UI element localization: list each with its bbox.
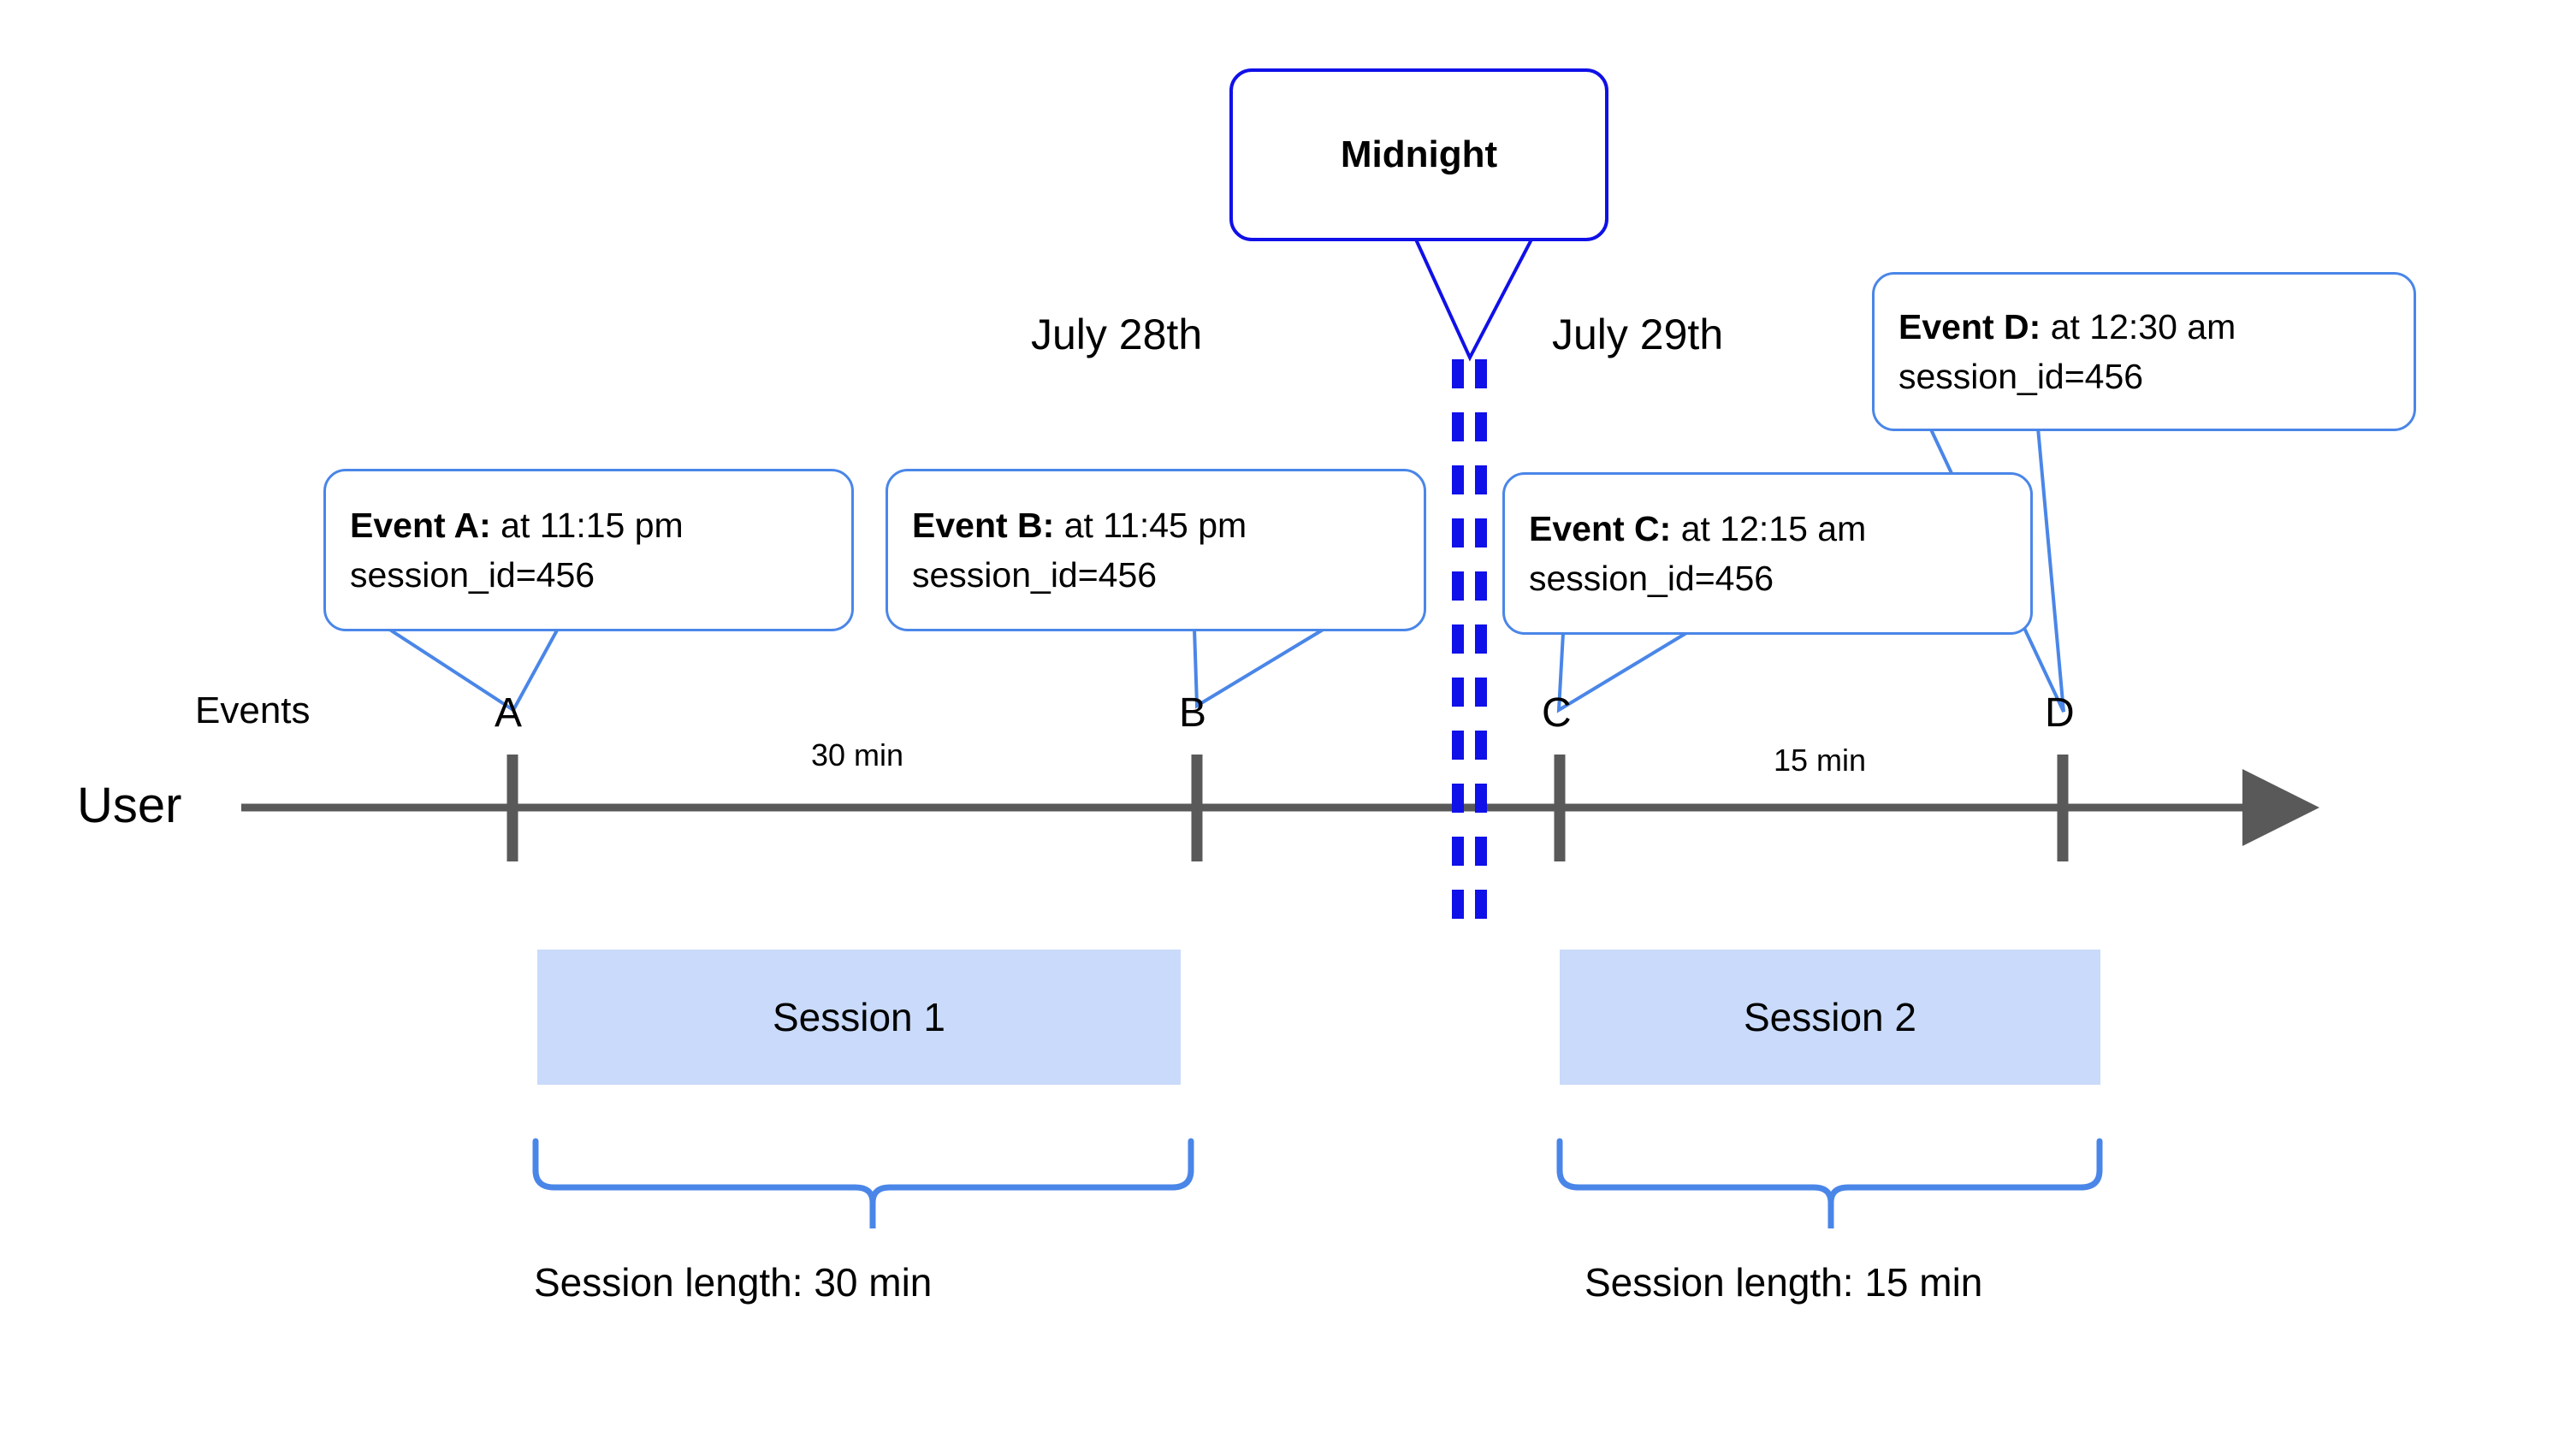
session-2-label: Session 2 <box>1743 995 1916 1039</box>
event-d-callout-line-1: Event D: at 12:30 am <box>1898 302 2390 352</box>
event-d-callout: Event D: at 12:30 am session_id=456 <box>1872 272 2416 431</box>
event-d-title: Event D: <box>1898 307 2041 346</box>
event-a-callout: Event A: at 11:15 pm session_id=456 <box>323 469 854 631</box>
event-b-callout: Event B: at 11:45 pm session_id=456 <box>886 469 1426 631</box>
tick-label-d: D <box>2045 690 2075 736</box>
event-d-time: at 12:30 am <box>2041 307 2236 346</box>
event-b-session-id: session_id=456 <box>912 555 1158 595</box>
event-b-time: at 11:45 pm <box>1054 506 1247 545</box>
midnight-callout-label: Midnight <box>1340 133 1498 175</box>
event-b-callout-tail <box>1193 627 1326 709</box>
event-c-time: at 12:15 am <box>1671 509 1867 548</box>
event-b-title: Event B: <box>912 506 1055 545</box>
event-c-callout: Event C: at 12:15 am session_id=456 <box>1502 472 2033 635</box>
event-a-session-id: session_id=456 <box>350 555 595 595</box>
row-label-user: User <box>77 778 182 833</box>
event-a-callout-tail <box>387 627 560 713</box>
event-a-title: Event A: <box>350 506 491 545</box>
duration-label-15-min: 15 min <box>1774 743 1867 778</box>
event-a-time: at 11:15 pm <box>490 506 684 545</box>
session-2-brace <box>1556 1138 2103 1228</box>
event-d-session-id: session_id=456 <box>1898 357 2144 396</box>
tick-label-b: B <box>1179 690 1207 736</box>
event-b-callout-line-1: Event B: at 11:45 pm <box>912 500 1400 550</box>
row-label-events: Events <box>195 690 311 731</box>
tick-label-c: C <box>1542 690 1572 736</box>
event-c-callout-tail <box>1556 631 1688 713</box>
event-c-session-id: session_id=456 <box>1529 559 1774 598</box>
midnight-callout-tail <box>1414 239 1533 362</box>
duration-label-30-min: 30 min <box>811 737 904 772</box>
date-label-july-28: July 28th <box>1031 311 1203 358</box>
date-label-july-29: July 29th <box>1552 311 1724 358</box>
session-2-block: Session 2 <box>1560 950 2100 1085</box>
session-1-label: Session 1 <box>772 995 945 1039</box>
session-1-brace <box>532 1138 1194 1228</box>
midnight-callout: Midnight <box>1229 68 1608 241</box>
session-1-block: Session 1 <box>537 950 1181 1085</box>
session-2-length-label: Session length: 15 min <box>1585 1260 1983 1305</box>
event-c-title: Event C: <box>1529 509 1672 548</box>
session-1-length-label: Session length: 30 min <box>534 1260 933 1305</box>
event-c-callout-line-1: Event C: at 12:15 am <box>1529 504 2006 553</box>
tick-label-a: A <box>495 690 523 736</box>
event-a-callout-line-1: Event A: at 11:15 pm <box>350 500 827 550</box>
